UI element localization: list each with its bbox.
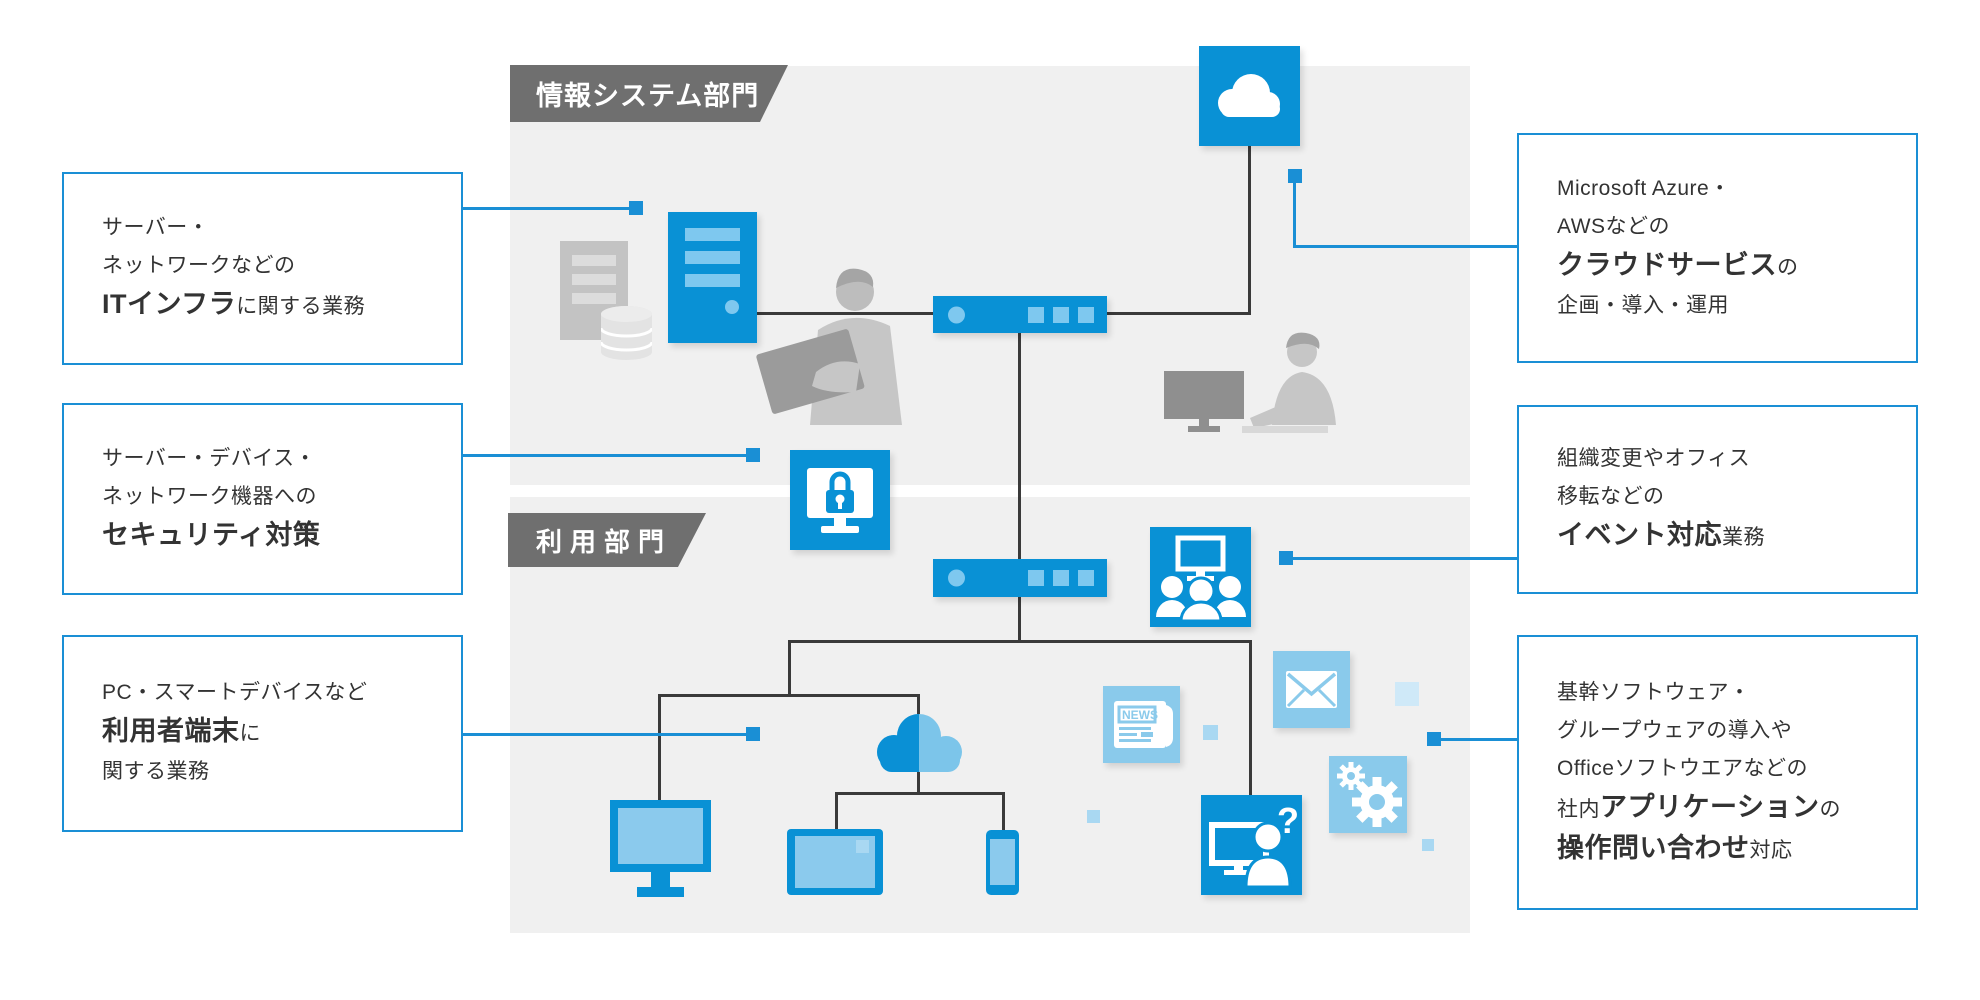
network-line bbox=[788, 640, 1252, 643]
connector-node bbox=[746, 727, 760, 741]
callout-line: 基幹ソフトウェア・ bbox=[1557, 680, 1751, 704]
callout-line: Microsoft Azure・ bbox=[1557, 176, 1731, 200]
tablet-user-silhouette bbox=[752, 260, 902, 425]
tablet-icon bbox=[787, 829, 883, 895]
network-line bbox=[1018, 330, 1021, 561]
callout-line: 利用者端末に bbox=[102, 716, 261, 746]
callout-line: ネットワークなどの bbox=[102, 254, 296, 277]
decor-square bbox=[856, 840, 869, 853]
callout-security: サーバー・デバイス・ ネットワーク機器への セキュリティ対策 bbox=[62, 403, 463, 595]
callout-line: サーバー・デバイス・ bbox=[102, 446, 317, 470]
cloud-icon bbox=[1199, 46, 1300, 146]
decor-square bbox=[1422, 839, 1434, 851]
network-switch-1 bbox=[933, 296, 1107, 333]
network-line bbox=[835, 792, 1005, 795]
callout-line: 社内アプリケーションの bbox=[1557, 791, 1841, 822]
connector-node bbox=[1288, 169, 1302, 183]
connector-line bbox=[1293, 183, 1296, 247]
network-line bbox=[1018, 596, 1021, 643]
network-line bbox=[788, 640, 791, 697]
database-icon bbox=[601, 306, 652, 360]
decor-square bbox=[1395, 682, 1419, 706]
connector-line bbox=[1441, 738, 1517, 741]
meeting-group-icon bbox=[1150, 527, 1251, 627]
connector-node bbox=[1427, 732, 1441, 746]
network-switch-2 bbox=[933, 559, 1107, 597]
desk-user-silhouette bbox=[1150, 328, 1350, 434]
network-line bbox=[755, 312, 935, 315]
decor-square bbox=[1087, 810, 1100, 823]
callout-line: 移転などの bbox=[1557, 485, 1665, 508]
network-line bbox=[917, 768, 920, 795]
callout-line: グループウェアの導入や bbox=[1557, 718, 1793, 742]
network-line bbox=[835, 792, 838, 832]
callout-line: クラウドサービスの bbox=[1557, 249, 1799, 280]
callout-line: Officeソフトウエアなどの bbox=[1557, 756, 1808, 780]
smartphone-icon bbox=[986, 830, 1019, 895]
callout-line: PC・スマートデバイスなど bbox=[102, 681, 368, 704]
blue-server-icon bbox=[668, 212, 757, 343]
mail-envelope-icon bbox=[1273, 651, 1350, 728]
callout-line: サーバー・ bbox=[102, 216, 210, 239]
callout-user-devices: PC・スマートデバイスなど 利用者端末に 関する業務 bbox=[62, 635, 463, 832]
desktop-monitor-icon bbox=[610, 800, 711, 897]
connector-node bbox=[629, 201, 643, 215]
callout-line: AWSなどの bbox=[1557, 214, 1671, 238]
network-line bbox=[658, 694, 920, 697]
connector-line bbox=[463, 207, 633, 210]
network-line bbox=[1249, 640, 1252, 797]
network-line bbox=[1002, 792, 1005, 833]
sync-cloud-icon bbox=[866, 708, 972, 775]
network-line bbox=[1107, 312, 1251, 315]
label-it-department: 情報システム部門 bbox=[510, 65, 788, 122]
callout-line: ネットワーク機器への bbox=[102, 484, 317, 508]
label-user-department: 利用部門 bbox=[508, 513, 706, 567]
callout-line: 組織変更やオフィス bbox=[1557, 447, 1751, 470]
connector-line bbox=[463, 454, 750, 457]
connector-node bbox=[1279, 551, 1293, 565]
callout-app-support: 基幹ソフトウェア・ グループウェアの導入や Officeソフトウエアなどの 社内… bbox=[1517, 635, 1918, 910]
callout-line: 企画・導入・運用 bbox=[1557, 293, 1729, 317]
question-mark: ? bbox=[1277, 800, 1299, 841]
callout-line: ITインフラに関する業務 bbox=[102, 289, 366, 319]
callout-it-infra: サーバー・ ネットワークなどの ITインフラに関する業務 bbox=[62, 172, 463, 365]
news-label: NEWS bbox=[1122, 708, 1158, 722]
connector-line bbox=[463, 733, 750, 736]
network-line bbox=[917, 694, 920, 720]
connector-line bbox=[1293, 245, 1517, 248]
callout-cloud-services: Microsoft Azure・ AWSなどの クラウドサービスの 企画・導入・… bbox=[1517, 133, 1918, 363]
gears-icon bbox=[1329, 756, 1407, 833]
network-line bbox=[658, 694, 661, 802]
callout-line: 関する業務 bbox=[102, 760, 210, 783]
callout-line: 操作問い合わせ対応 bbox=[1557, 832, 1793, 863]
callout-event-support: 組織変更やオフィス 移転などの イベント対応業務 bbox=[1517, 405, 1918, 594]
callout-line: セキュリティ対策 bbox=[102, 519, 321, 550]
helpdesk-question-icon: ? bbox=[1201, 795, 1302, 895]
network-line bbox=[1248, 145, 1251, 315]
connector-line bbox=[1293, 557, 1517, 560]
callout-line: イベント対応業務 bbox=[1557, 520, 1765, 550]
decor-square bbox=[1203, 725, 1218, 740]
security-lock-monitor-icon bbox=[790, 450, 890, 550]
connector-node bbox=[746, 448, 760, 462]
news-icon: NEWS bbox=[1103, 686, 1180, 763]
